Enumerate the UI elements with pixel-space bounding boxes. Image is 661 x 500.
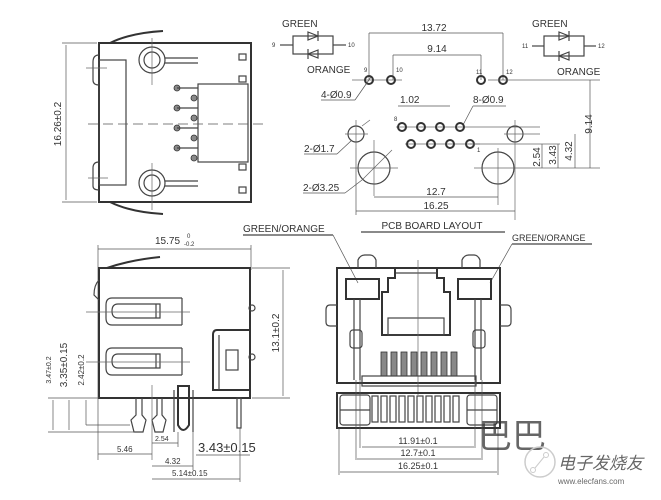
top-view-height-dim: 16.26±0.2 [53,101,64,146]
watermark-cn-text: 电子发烧友 [558,454,645,473]
pin-label-11: 11 [476,70,483,76]
side-dim-3-35: 3.35±0.15 [59,342,70,387]
hole-label-4: 4-Ø0.9 [321,90,352,101]
pin-label-12: 12 [506,70,513,76]
hole-label-8: 8-Ø0.9 [473,95,504,106]
bottom-fingers [371,395,460,423]
led-left-green-label: GREEN [282,19,318,30]
side-width-tol-lower: -0.2 [184,242,195,248]
watermark-url: www.elecfans.com [557,477,625,486]
side-dim-4-32: 4.32 [165,457,181,466]
front-label-left: GREEN/ORANGE [243,224,325,235]
led-right-pin-12: 12 [598,44,605,50]
led-schematic-left: GREEN ORANGE 9 10 [272,19,355,76]
dim-4-32: 4.32 [564,141,575,161]
pin-label-10: 10 [396,68,403,74]
front-label-right: GREEN/ORANGE [512,233,586,243]
watermark-bg-glyphs: 巴巴 [478,418,546,456]
pin-label-9: 9 [364,68,368,74]
pin-label-8: 8 [394,117,398,123]
led-right-pin-11: 11 [522,44,529,50]
side-dim-3-43: 3.43±0.15 [198,440,256,455]
pin-label-1: 1 [477,148,481,154]
dim-16-25: 16.25 [423,201,448,212]
contact-fingers [380,351,458,377]
watermark: 巴巴 电子发烧友 www.elecfans.com [478,418,645,486]
side-dim-3-47: 3.47±0.2 [46,356,53,383]
dim-13-72: 13.72 [421,23,446,34]
side-dim-2-54: 2.54 [155,436,169,443]
led-left-orange-label: ORANGE [307,65,351,76]
side-height-dim: 13.1±0.2 [271,313,282,352]
side-view: 15.75 0 -0.2 13.1±0. [46,234,290,482]
front-dim-16-25: 16.25±0.1 [398,461,438,471]
led-right-orange-label: ORANGE [557,67,601,78]
hole-label-2-1-7: 2-Ø1.7 [304,144,335,155]
dim-9-14-side: 9.14 [584,114,595,134]
side-dim-5-46: 5.46 [117,445,133,454]
pcb-layout-title: PCB BOARD LAYOUT [382,221,483,232]
led-schematic-right: GREEN ORANGE 11 12 [522,19,605,78]
side-dim-5-14: 5.14±0.15 [172,469,208,478]
dim-12-7: 12.7 [426,187,446,198]
dim-3-43: 3.43 [548,145,559,165]
top-view: 16.26±0.2 [53,30,268,215]
led-left-pin-9: 9 [272,43,276,49]
pcb-layout: 13.72 9.14 9 10 11 12 4-Ø0.9 1.02 8-Ø0.9 [303,23,600,233]
led-right-green-label: GREEN [532,19,568,30]
front-dim-11-91: 11.91±0.1 [398,436,437,446]
led-left-pin-10: 10 [348,43,355,49]
dim-9-14-top: 9.14 [427,44,447,55]
side-width-tol-upper: 0 [187,234,191,240]
dim-1-02: 1.02 [400,95,420,106]
side-dim-2-42: 2.42±0.2 [77,354,86,386]
front-view: GREEN/ORANGE GREEN/ORANGE [243,224,592,475]
side-width-dim: 15.75 [155,236,180,247]
hole-label-2-3-25: 2-Ø3.25 [303,183,340,194]
watermark-logo-icon [524,446,556,478]
dim-2-54: 2.54 [532,147,543,167]
pin-dots [173,84,198,162]
front-dim-12-7: 12.7±0.1 [401,448,436,458]
